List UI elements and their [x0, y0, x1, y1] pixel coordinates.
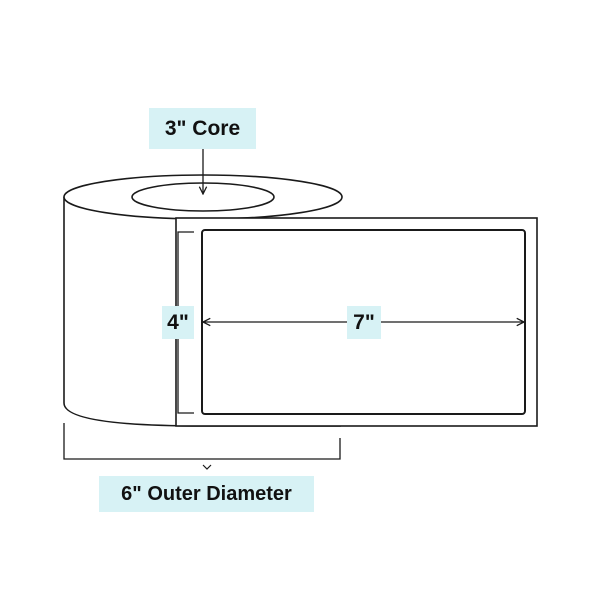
chevron-down-icon: [202, 464, 212, 470]
core-size-label: 3" Core: [149, 108, 256, 149]
label-height-label: 4": [162, 306, 194, 339]
label-width-label: 7": [347, 306, 381, 339]
outer-diameter-label: 6" Outer Diameter: [99, 476, 314, 512]
diameter-bracket: [63, 423, 341, 460]
